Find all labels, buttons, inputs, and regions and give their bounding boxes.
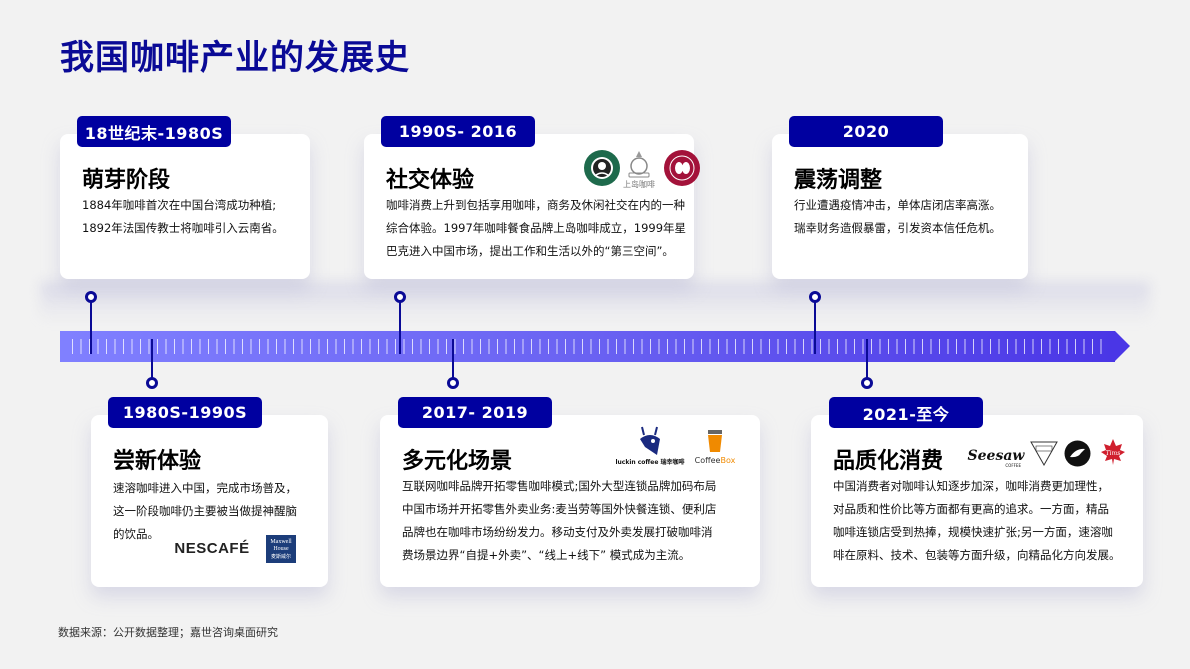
timeline-node	[809, 291, 821, 303]
costa-logo	[662, 148, 702, 188]
description-line: 瑞幸财务造假暴雷，引发资本信任危机。	[794, 221, 1001, 235]
maxwell-house-logo: Maxwell House 麦斯威尔	[266, 535, 296, 563]
stage-title: 萌芽阶段	[82, 168, 171, 193]
description-line: 1892年法国传教士将咖啡引入云南省。	[82, 221, 284, 235]
timeline-ticks	[72, 339, 1107, 354]
logo-label: Seesaw	[967, 447, 1025, 464]
stage-card-social: 社交体验 上岛咖啡 咖啡消费上升到包括享用咖啡，商务及休闲社交在内的一种 综合体…	[364, 134, 700, 279]
stage-card-trial: 尝新体验 速溶咖啡进入中国，完成市场普及， 这一阶段咖啡仍主要被当做提神醒脑 的…	[91, 415, 328, 587]
stage-description: 1884年咖啡首次在中国台湾成功种植; 1892年法国传教士将咖啡引入云南省。	[82, 194, 307, 240]
description-line: 对品质和性价比等方面都有更高的追求。一方面，精品	[833, 502, 1109, 516]
connector-line	[866, 339, 868, 379]
stage-card-adjustment: 震荡调整 行业遭遇疫情冲击，单体店闭店率高涨。 瑞幸财务造假暴雷，引发资本信任危…	[772, 134, 1028, 279]
description-line: 中国市场并开拓零售外卖业务:麦当劳等国外快餐连锁、便利店	[402, 502, 717, 516]
stage-title: 品质化消费	[833, 449, 944, 474]
timeline-node	[447, 377, 459, 389]
description-line: 咖啡连锁店受到热捧，规模快速扩张;另一方面，速溶咖	[833, 525, 1113, 539]
description-line: 咖啡消费上升到包括享用咖啡，商务及休闲社交在内的一种	[386, 198, 685, 212]
stage-description: 咖啡消费上升到包括享用咖啡，商务及休闲社交在内的一种 综合体验。1997年咖啡餐…	[386, 194, 696, 263]
description-line: 综合体验。1997年咖啡餐食品牌上岛咖啡成立，1999年星	[386, 221, 687, 235]
stage-title: 社交体验	[386, 168, 475, 193]
stage-description: 中国消费者对咖啡认知逐步加深，咖啡消费更加理性， 对品质和性价比等方面都有更高的…	[833, 475, 1138, 567]
bird-coffee-logo	[1063, 439, 1091, 467]
connector-line	[814, 301, 816, 354]
timeline-arrow-icon	[1115, 331, 1130, 361]
description-line: 行业遭遇疫情冲击，单体店闭店率高涨。	[794, 198, 1001, 212]
stage-description: 互联网咖啡品牌开拓零售咖啡模式;国外大型连锁品牌加码布局 中国市场并开拓零售外卖…	[402, 475, 752, 567]
description-line: 费场景边界“自提+外卖”、“线上+线下” 模式成为主流。	[402, 548, 691, 562]
description-line: 的饮品。	[113, 527, 159, 541]
shangdao-coffee-logo: 上岛咖啡	[619, 146, 659, 192]
description-line: 啡在原料、技术、包装等方面升级，向精品化方向发展。	[833, 548, 1121, 562]
stage-card-budding: 萌芽阶段 1884年咖啡首次在中国台湾成功种植; 1892年法国传教士将咖啡引入…	[60, 134, 310, 279]
stage-title: 震荡调整	[794, 168, 883, 193]
shadow-band-top	[40, 282, 1150, 322]
logo-label: 上岛咖啡	[623, 179, 655, 189]
description-line: 速溶咖啡进入中国，完成市场普及，	[113, 481, 297, 495]
period-tag: 1990S- 2016	[381, 116, 535, 147]
description-line: 互联网咖啡品牌开拓零售咖啡模式;国外大型连锁品牌加码布局	[402, 479, 717, 493]
description-line: 巴克进入中国市场，提出工作和生活以外的“第三空间”。	[386, 244, 674, 258]
connector-line	[452, 339, 454, 379]
logo-label: luckin coffee 瑞幸咖啡	[615, 459, 685, 466]
luckin-coffee-logo: luckin coffee 瑞幸咖啡	[615, 423, 685, 468]
starbucks-logo	[583, 149, 621, 187]
stage-card-quality: 品质化消费 Seesaw COFFEE Tims 中国消费者对咖啡认知逐步加深，…	[811, 415, 1143, 587]
stage-description: 行业遭遇疫情冲击，单体店闭店率高涨。 瑞幸财务造假暴雷，引发资本信任危机。	[794, 194, 1024, 240]
svg-text:Tims: Tims	[1106, 450, 1121, 457]
stage-description: 速溶咖啡进入中国，完成市场普及， 这一阶段咖啡仍主要被当做提神醒脑 的饮品。	[113, 477, 323, 546]
logo-label: Maxwell House	[270, 538, 292, 552]
coffee-box-logo: CoffeeBox	[690, 427, 740, 467]
logo-label: COFFEE	[1005, 462, 1021, 468]
description-line: 中国消费者对咖啡认知逐步加深，咖啡消费更加理性，	[833, 479, 1109, 493]
period-tag: 2021-至今	[829, 397, 983, 428]
period-tag: 2017- 2019	[398, 397, 552, 428]
seesaw-logo: Seesaw COFFEE	[968, 445, 1025, 471]
logo-label: 麦斯威尔	[270, 553, 291, 560]
data-source-note: 数据来源：公开数据整理；嘉世咨询桌面研究	[58, 626, 278, 639]
connector-line	[151, 339, 153, 379]
stage-title: 尝新体验	[113, 449, 202, 474]
stage-card-diversified: 多元化场景 luckin coffee 瑞幸咖啡 CoffeeBox 互联网咖啡…	[380, 415, 760, 587]
timeline-node	[394, 291, 406, 303]
timeline-node	[861, 377, 873, 389]
period-tag: 2020	[789, 116, 943, 147]
connector-line	[399, 301, 401, 354]
nescafe-logo: NESCAFÉ	[173, 538, 251, 558]
description-line: 1884年咖啡首次在中国台湾成功种植;	[82, 198, 277, 212]
description-line: 品牌也在咖啡市场纷纷发力。移动支付及外卖发展打破咖啡消	[402, 525, 713, 539]
period-tag: 18世纪末-1980S	[77, 116, 231, 147]
description-line: 这一阶段咖啡仍主要被当做提神醒脑	[113, 504, 297, 518]
logo-label: NESCAFÉ	[174, 539, 250, 557]
timeline-node	[85, 291, 97, 303]
stage-title: 多元化场景	[402, 449, 513, 474]
tims-logo: Tims	[1099, 437, 1127, 467]
timeline-node	[146, 377, 158, 389]
page-title: 我国咖啡产业的发展史	[60, 38, 410, 78]
period-tag: 1980S-1990S	[108, 397, 262, 428]
connector-line	[90, 301, 92, 354]
logo-label: CoffeeBox	[694, 455, 736, 465]
manner-logo	[1029, 439, 1059, 467]
